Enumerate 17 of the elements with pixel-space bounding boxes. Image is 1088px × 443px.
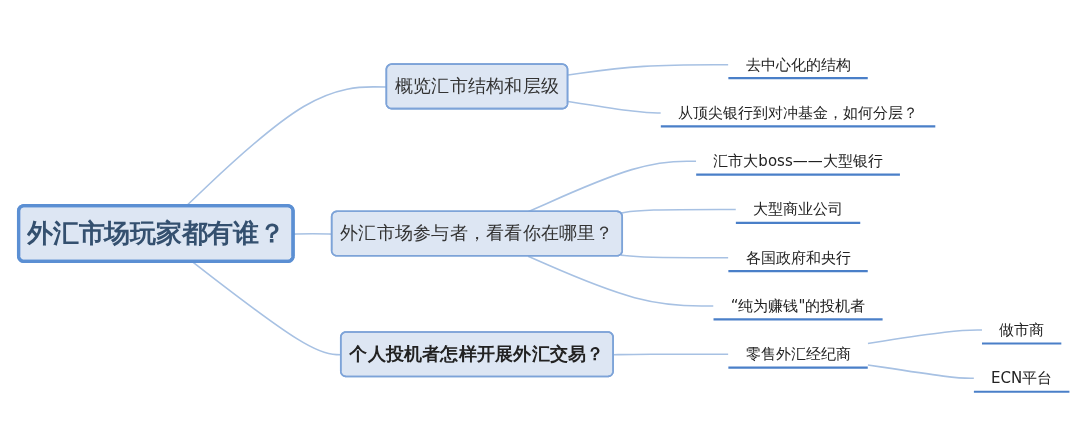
node-text: 做市商 (999, 320, 1045, 339)
node-text: ECN平台 (991, 369, 1053, 387)
node-text: 各国政府和央行 (745, 248, 851, 266)
node-text: 零售外汇经纪商 (745, 345, 851, 363)
node-text: 从顶尖银行到对冲基金，如何分层？ (677, 103, 919, 121)
node-text: 汇市大boss——大型银行 (713, 152, 883, 170)
connector (527, 255, 715, 307)
connector (866, 329, 983, 345)
node-text: “纯为赚钱"的投机者 (730, 296, 866, 314)
connector (620, 208, 737, 214)
connector (567, 63, 730, 76)
connector (567, 100, 662, 114)
connector (620, 254, 730, 259)
node-text: 去中心化的结构 (745, 55, 851, 73)
node-text: 大型商业公司 (753, 200, 844, 218)
connector (527, 160, 697, 213)
connector (866, 364, 975, 380)
